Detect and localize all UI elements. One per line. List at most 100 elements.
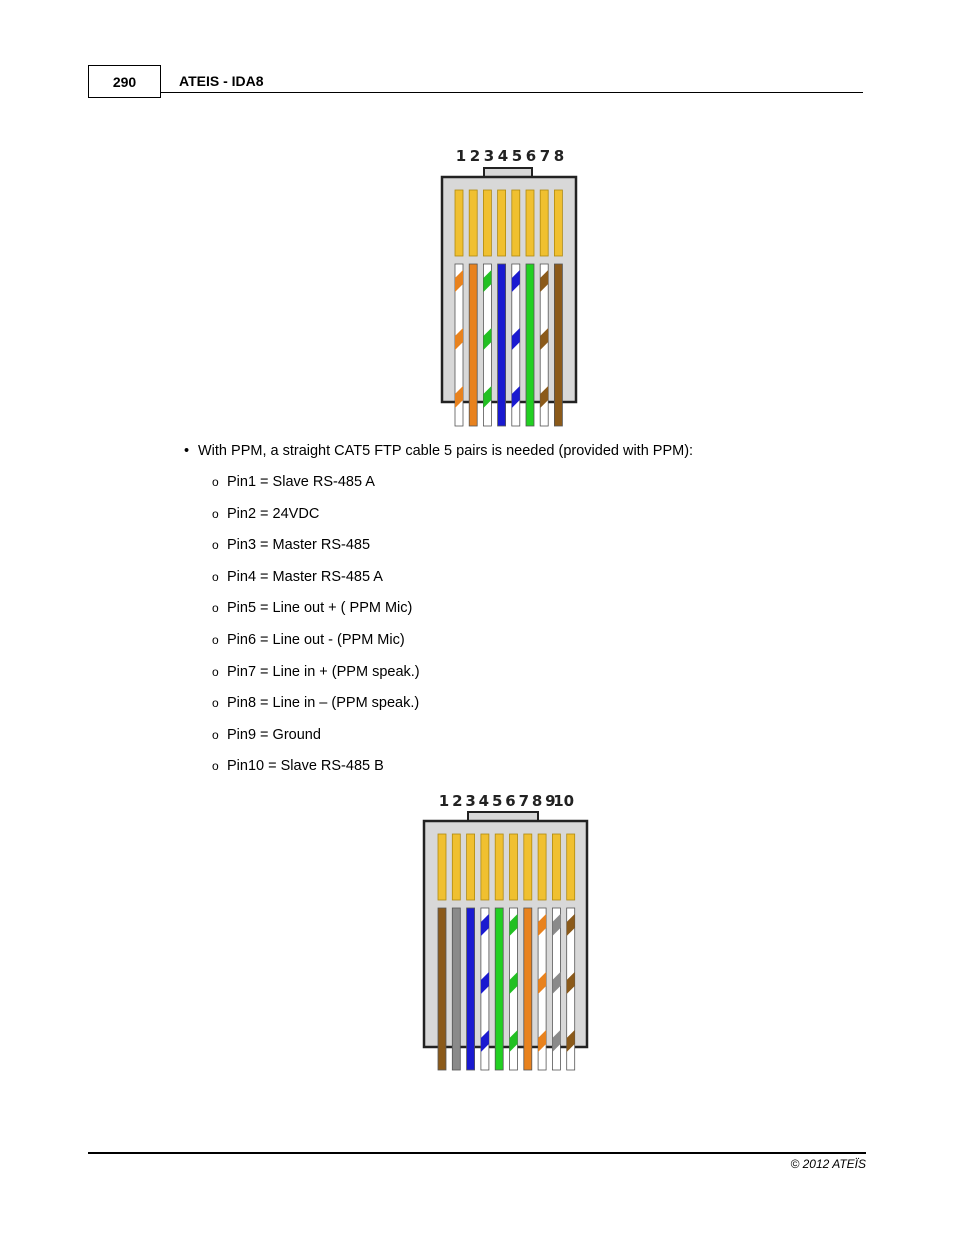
gold-contact <box>437 833 447 901</box>
sub-bullet-icon: o <box>212 569 219 584</box>
gold-contact <box>483 189 492 257</box>
pin-text: Pin1 = Slave RS-485 A <box>227 474 375 490</box>
wire-stripe <box>455 270 463 292</box>
wire-stripe <box>540 270 549 292</box>
pin-number-label: 7 <box>519 792 529 810</box>
gold-contact <box>511 189 521 257</box>
wire <box>468 263 478 427</box>
gold-contact <box>551 833 561 901</box>
wire-stripe <box>483 328 492 350</box>
pin-number-label: 6 <box>526 147 536 165</box>
footer-copyright: © 2012 ATEÏS <box>790 1157 866 1171</box>
wire-stripe <box>511 386 520 408</box>
wire-stripe <box>566 972 575 994</box>
bullet-item: •With PPM, a straight CAT5 FTP cable 5 p… <box>184 443 693 459</box>
connector-body <box>440 175 578 404</box>
gold-contact <box>554 189 563 257</box>
gold-contact <box>466 833 475 901</box>
pin-number-label: 8 <box>532 792 542 810</box>
pin-number-label: 3 <box>484 147 494 165</box>
wire-stripe <box>540 386 549 408</box>
pin-number-label: 2 <box>470 147 480 165</box>
wire-stripe <box>552 914 561 936</box>
pin-item: o Pin9 = Ground <box>212 726 420 758</box>
sub-bullet-icon: o <box>212 506 219 521</box>
wire <box>494 907 504 1071</box>
wire-stripe <box>511 328 520 350</box>
pin-number-label: 6 <box>505 792 515 810</box>
gold-contact <box>566 833 576 901</box>
pin-text: Pin4 = Master RS-485 A <box>227 568 383 585</box>
pin-number-label: 5 <box>492 792 502 810</box>
wire-stripe <box>566 1030 575 1052</box>
pin-text: Pin2 = 24VDC <box>227 505 320 522</box>
wire-stripe <box>480 1030 489 1052</box>
connector-body <box>422 819 589 1049</box>
wire-stripe <box>538 914 547 936</box>
gold-contact <box>494 833 504 901</box>
connector-latch <box>483 167 533 178</box>
header-rule <box>161 92 863 93</box>
gold-contact <box>480 833 490 901</box>
pin-number-label: 7 <box>540 147 550 165</box>
sub-bullet-icon: o <box>212 664 219 679</box>
sub-bullet-icon: o <box>212 696 219 711</box>
gold-contact <box>537 833 547 901</box>
pin-number-label: 5 <box>512 147 522 165</box>
gold-contact <box>539 189 549 257</box>
wire-stripe <box>540 328 549 350</box>
wire-stripe <box>480 972 489 994</box>
page-number: 290 <box>88 65 161 98</box>
wire-stripe <box>480 914 489 936</box>
wire <box>497 263 506 427</box>
header-title: ATEIS - IDA8 <box>179 73 264 89</box>
wire-stripe <box>552 1030 561 1052</box>
wire-stripe <box>455 386 463 408</box>
wire-stripe <box>552 972 561 994</box>
gold-contact <box>509 833 518 901</box>
pin-number-label: 9 <box>545 792 555 810</box>
wire-stripe <box>509 914 518 936</box>
pin-number-label: 4 <box>498 147 508 165</box>
gold-contact <box>468 189 478 257</box>
pin-item: o Pin8 = Line in – (PPM speak.) <box>212 694 420 726</box>
wire-stripe <box>511 270 520 292</box>
sub-bullet-icon: o <box>212 538 219 553</box>
pin-number-label: 1 <box>439 792 449 810</box>
pin-number-label: 1 <box>456 147 466 165</box>
pin-item: o Pin1 = Slave RS-485 A <box>212 473 420 505</box>
footer-rule <box>88 1152 866 1154</box>
wire <box>554 263 563 427</box>
wire-stripe <box>455 328 463 350</box>
wire-stripe <box>483 270 492 292</box>
wire <box>451 907 461 1071</box>
pin-item: o Pin2 = 24VDC <box>212 505 420 537</box>
sub-bullet-icon: o <box>212 727 219 742</box>
wire <box>523 907 533 1071</box>
wire <box>525 263 535 427</box>
gold-contact <box>523 833 533 901</box>
pin-text: Pin10 = Slave RS-485 B <box>227 758 384 775</box>
pin-number-label: 8 <box>554 147 564 165</box>
pin-item: o Pin3 = Master RS-485 <box>212 536 420 568</box>
pin-text: Pin8 = Line in – (PPM speak.) <box>227 695 420 712</box>
bullet-dot: • <box>184 443 190 459</box>
wire-stripe <box>538 1030 547 1052</box>
gold-contact <box>454 189 464 257</box>
pin-text: Pin3 = Master RS-485 <box>227 537 371 554</box>
pin-text: Pin9 = Ground <box>227 726 321 743</box>
pin-number-label: 3 <box>465 792 475 810</box>
gold-contact <box>451 833 461 901</box>
wire-stripe <box>538 972 547 994</box>
pin-item: o Pin4 = Master RS-485 A <box>212 568 420 600</box>
connector-latch <box>467 811 539 822</box>
wire-stripe <box>509 972 518 994</box>
wire-stripe <box>566 914 575 936</box>
sub-bullet-icon: o <box>212 475 219 489</box>
